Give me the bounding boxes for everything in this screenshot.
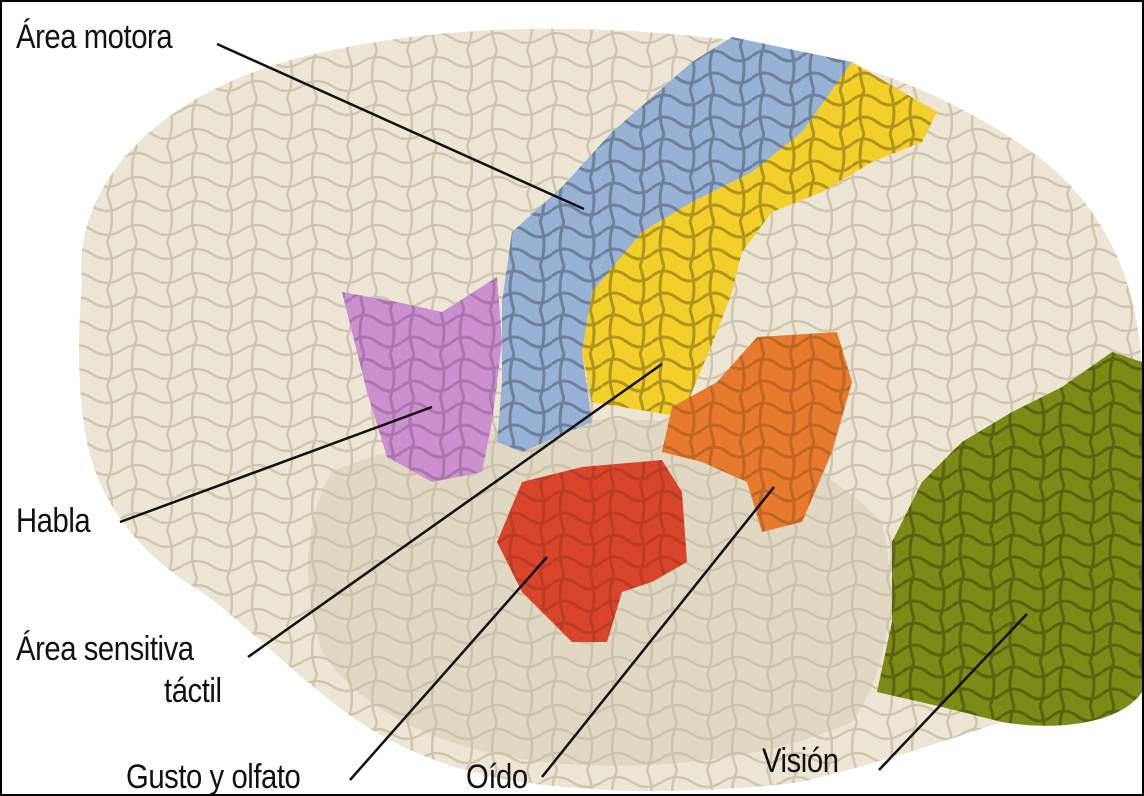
label-speech: Habla [16, 502, 90, 540]
label-vision: Visión [762, 742, 839, 780]
label-hearing: Oído [466, 758, 528, 796]
label-sensory-area-line1: Área sensitiva [16, 630, 194, 668]
label-motor-area: Área motora [16, 18, 172, 56]
label-taste-smell: Gusto y olfato [126, 758, 300, 796]
label-sensory-area-line2: táctil [164, 672, 222, 710]
